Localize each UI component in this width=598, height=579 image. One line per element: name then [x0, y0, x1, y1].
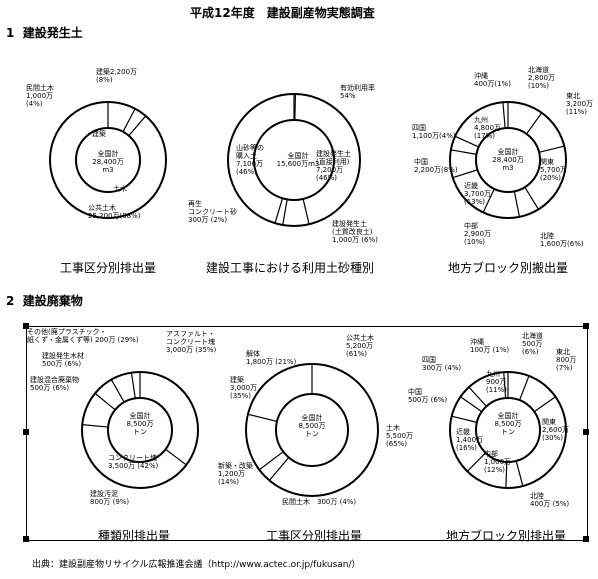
resize-handle[interactable] [23, 323, 29, 329]
slice-separator [524, 186, 539, 210]
slice-separator [258, 451, 284, 471]
slice-label-private-civil: 民間土木 300万 (4%) [282, 498, 357, 506]
resize-handle[interactable] [583, 429, 589, 435]
slice-separator [502, 102, 506, 129]
slice-separator [165, 448, 187, 466]
slice-separator [294, 94, 297, 121]
slice-separator [526, 112, 543, 135]
inner-label-civil: 土木 [113, 185, 127, 193]
slice-separator [128, 115, 147, 137]
slice-separator [247, 413, 278, 423]
slice-separator [82, 424, 109, 428]
section-2-heading: 2 建設廃棄物 [6, 294, 83, 308]
slice-separator [274, 198, 284, 224]
slice-label-other: その他(廃プラスチック・紙くず・金属くず等) 200万 (29%) [27, 328, 139, 345]
slice-label-direct-use: 建設発生土(直接利用)7,200万(46%) [316, 150, 351, 183]
slice-separator [538, 145, 565, 153]
slice-separator [454, 135, 480, 148]
slice-separator [505, 461, 508, 488]
slice-separator [482, 188, 495, 213]
slice-separator [451, 415, 478, 423]
chart-caption: 工事区分別排出量 [60, 261, 157, 275]
slice-separator [533, 396, 556, 413]
slice-separator [452, 169, 478, 179]
slice-separator [110, 379, 125, 403]
source-note: 出典：建設副産物リサイクル広報推進会議（http://www.actec.or.… [32, 560, 361, 570]
slice-separator [302, 198, 310, 225]
resize-handle[interactable] [23, 536, 29, 542]
slice-separator [460, 396, 483, 413]
slice-separator [466, 452, 487, 472]
slice-separator [94, 392, 116, 411]
slice-separator [130, 372, 136, 399]
slice-label-improved-soil: 建設発生土(土質改良土)1,000万 (6%) [332, 220, 378, 245]
inner-label-building: 建築 [92, 130, 106, 138]
slice-separator [513, 191, 521, 217]
slice-separator [282, 199, 288, 226]
resize-handle[interactable] [583, 536, 589, 542]
slice-separator [268, 457, 290, 481]
chart-caption: 種類別排出量 [98, 529, 171, 543]
chart-caption: 工事区分別排出量 [266, 529, 363, 543]
page-title: 平成12年度 建設副産物実態調査 [190, 6, 375, 20]
chart-caption: 建設工事における利用土砂種別 [206, 261, 375, 275]
chart-caption: 地方ブロック別搬出量 [448, 261, 569, 275]
resize-handle[interactable] [583, 323, 589, 329]
chart-caption: 地方ブロック別排出量 [446, 529, 567, 543]
slice-separator [468, 386, 487, 407]
section-1-heading: 1 建設発生土 [6, 26, 83, 40]
slice-separator [122, 108, 136, 132]
slice-separator [450, 149, 477, 155]
slice-label-building: 建築2,200万(8%) [96, 68, 138, 85]
resize-handle[interactable] [23, 429, 29, 435]
slice-separator [519, 375, 530, 401]
slice-separator [503, 372, 507, 399]
slice-separator [515, 460, 524, 487]
